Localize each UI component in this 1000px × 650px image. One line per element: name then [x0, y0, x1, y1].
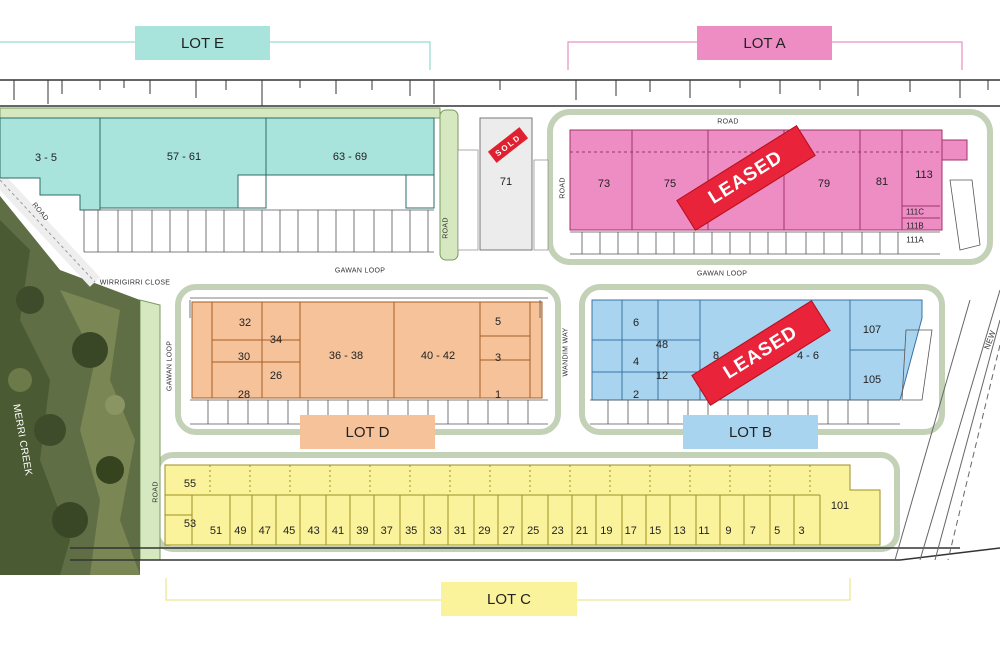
unit-label[interactable]: 3: [494, 352, 502, 364]
unit-label[interactable]: 39: [356, 525, 369, 537]
unit-label[interactable]: 30: [237, 351, 251, 363]
unit-label[interactable]: 2: [632, 389, 640, 401]
gawan-loop-label-vertical: GAWAN LOOP: [166, 340, 174, 392]
road-label-sold: ROAD: [442, 217, 450, 239]
lot-d-label[interactable]: LOT D: [300, 415, 435, 449]
unit-label[interactable]: 41: [331, 525, 345, 537]
unit-label[interactable]: 113: [915, 169, 933, 181]
unit-label[interactable]: 9: [725, 525, 732, 537]
lot-e-bracket: [0, 41, 431, 70]
unit-label[interactable]: 5: [774, 525, 781, 537]
unit-label[interactable]: 105: [862, 374, 882, 386]
unit-label[interactable]: 81: [875, 176, 889, 188]
lot-d-buildings: [191, 301, 543, 399]
unit-label[interactable]: 26: [269, 370, 283, 382]
wandim-way-label: WANDIM WAY: [562, 327, 570, 377]
gawan-loop-label-right: GAWAN LOOP: [696, 270, 748, 278]
unit-label[interactable]: 107: [862, 324, 882, 336]
creek-aerial-image: [0, 175, 140, 575]
lot-a-label[interactable]: LOT A: [697, 26, 832, 60]
unit-label[interactable]: 63 - 69: [332, 151, 368, 163]
lot-b-parking: [590, 329, 933, 425]
unit-label[interactable]: 111C: [906, 207, 924, 217]
road-label-lot-c: ROAD: [152, 481, 160, 503]
unit-label[interactable]: 35: [405, 525, 418, 537]
unit-label[interactable]: 7: [749, 525, 756, 537]
unit-label[interactable]: 23: [551, 525, 564, 537]
unit-label[interactable]: 4 - 6: [796, 350, 820, 362]
unit-label[interactable]: 5: [494, 316, 502, 328]
unit-label[interactable]: 3: [798, 525, 805, 537]
lot-c-boundary: [70, 547, 1000, 561]
road-label-lot-a: ROAD: [559, 177, 567, 199]
unit-label[interactable]: 29: [478, 525, 491, 537]
main-road-right: [894, 289, 1000, 561]
unit-label[interactable]: 71: [499, 176, 513, 188]
unit-label[interactable]: 43: [307, 525, 320, 537]
lot-c-bracket: [165, 578, 851, 601]
unit-label[interactable]: 49: [234, 525, 247, 537]
unit-label[interactable]: 79: [817, 178, 831, 190]
lot-e-parking: [83, 209, 434, 253]
unit-label[interactable]: 40 - 42: [420, 350, 456, 362]
unit-label[interactable]: 31: [453, 525, 467, 537]
unit-label[interactable]: 13: [673, 525, 686, 537]
unit-label[interactable]: 17: [624, 525, 637, 537]
unit-label[interactable]: 1: [494, 389, 502, 401]
unit-63-69-shape: [237, 117, 435, 209]
lot-e-label[interactable]: LOT E: [135, 26, 270, 60]
unit-label[interactable]: 4: [632, 356, 640, 368]
unit-label[interactable]: 48: [655, 339, 669, 351]
wirrigirri-close-label: WIRRIGIRRI CLOSE: [99, 279, 171, 287]
unit-label[interactable]: 101: [830, 500, 850, 512]
unit-label[interactable]: 53: [183, 518, 197, 530]
unit-label[interactable]: 111A: [906, 235, 924, 245]
unit-label[interactable]: 111B: [906, 221, 924, 231]
unit-label[interactable]: 55: [183, 478, 197, 490]
lot-c-buildings: [164, 464, 881, 546]
unit-label[interactable]: 27: [502, 525, 515, 537]
unit-label[interactable]: 19: [600, 525, 613, 537]
lot-a-parking: [570, 179, 981, 255]
gawan-loop-label-left: GAWAN LOOP: [334, 267, 386, 275]
unit-label[interactable]: 8: [712, 350, 720, 362]
unit-label[interactable]: 32: [238, 317, 252, 329]
top-boundary-ticks: [13, 80, 989, 106]
unit-label[interactable]: 15: [649, 525, 662, 537]
unit-label[interactable]: 37: [380, 525, 393, 537]
unit-label[interactable]: 25: [527, 525, 540, 537]
lot-c-label[interactable]: LOT C: [441, 582, 577, 616]
unit-label[interactable]: 28: [237, 389, 251, 401]
lot-a-bracket: [567, 41, 963, 70]
unit-label[interactable]: 6: [632, 317, 640, 329]
lot-e-buildings: [0, 117, 435, 211]
unit-label[interactable]: 12: [655, 370, 669, 382]
unit-label[interactable]: 57 - 61: [166, 151, 202, 163]
unit-label[interactable]: 73: [597, 178, 611, 190]
unit-label[interactable]: 3 - 5: [34, 152, 58, 164]
lot-d-parking: [189, 297, 548, 425]
unit-label[interactable]: 45: [283, 525, 296, 537]
unit-label[interactable]: 51: [209, 525, 223, 537]
unit-label[interactable]: 11: [698, 525, 710, 537]
unit-label[interactable]: 75: [663, 178, 677, 190]
unit-label[interactable]: 34: [269, 334, 283, 346]
road-label-top: ROAD: [717, 118, 739, 126]
unit-label[interactable]: 21: [575, 525, 589, 537]
lot-b-label[interactable]: LOT B: [683, 415, 818, 449]
unit-label[interactable]: 33: [429, 525, 442, 537]
unit-label[interactable]: 36 - 38: [328, 350, 364, 362]
unit-label[interactable]: 47: [258, 525, 271, 537]
